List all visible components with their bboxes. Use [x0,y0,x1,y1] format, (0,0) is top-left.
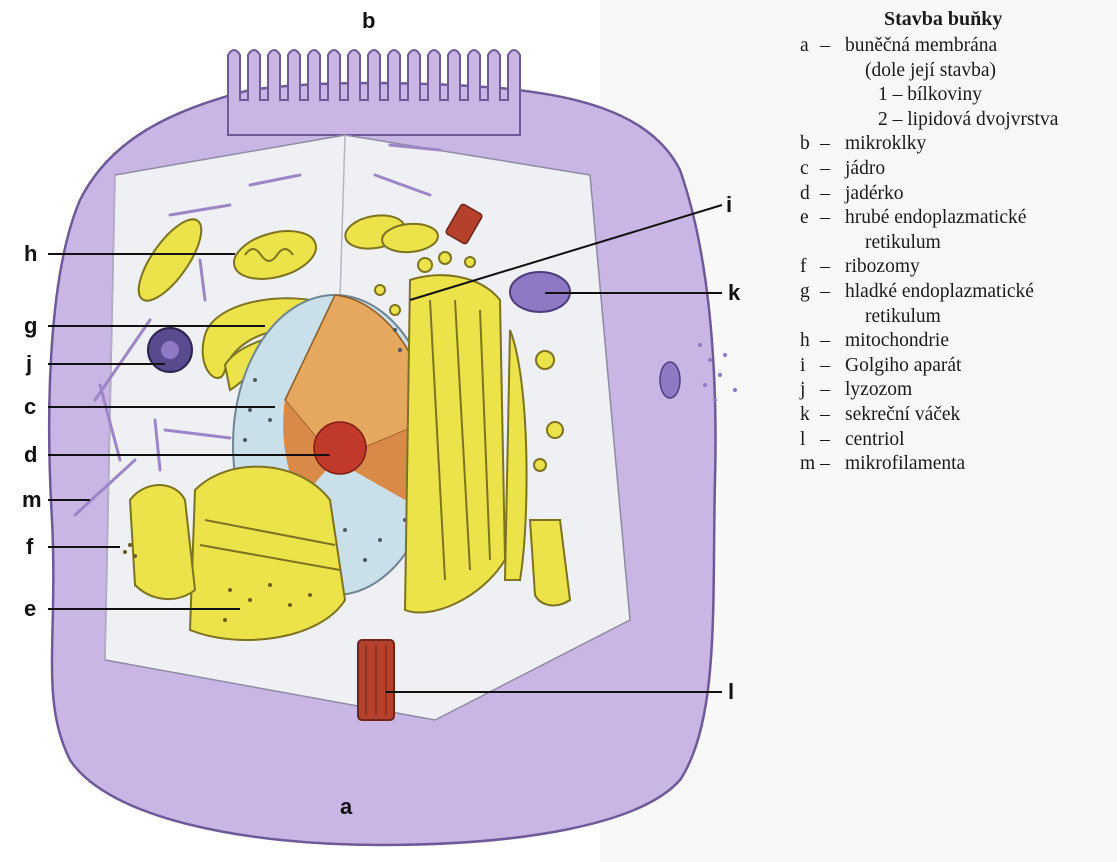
legend-item: 1 – bílkoviny [800,83,1112,108]
legend-item: (dole její stavba) [800,59,1112,84]
legend-item: l–centriol [800,428,1112,453]
legend-item: retikulum [800,305,1112,330]
legend-item: f–ribozomy [800,255,1112,280]
legend-item: k–sekreční váček [800,403,1112,428]
label-h: h [24,243,37,265]
microvilli [228,50,520,135]
legend-item: h–mitochondrie [800,329,1112,354]
legend-item: g–hladké endoplazmatické [800,280,1112,305]
legend-item: i–Golgiho aparát [800,354,1112,379]
legend-item: j–lyzozom [800,378,1112,403]
legend-item: b–mikroklky [800,132,1112,157]
nucleolus [314,422,366,474]
label-l: l [728,681,734,703]
label-k: k [728,282,740,304]
legend-item: retikulum [800,231,1112,256]
label-c: c [24,396,36,418]
legend-item: c–jádro [800,157,1112,182]
label-j: j [26,353,32,375]
legend-item: m–mikrofilamenta [800,452,1112,477]
legend-item: e–hrubé endoplazmatické [800,206,1112,231]
legend-item: a–buněčná membrána [800,34,1112,59]
legend-item: d–jadérko [800,182,1112,207]
label-m: m [22,489,42,511]
label-b: b [362,10,375,32]
label-e: e [24,598,36,620]
legend: Stavba buňky a–buněčná membrána (dole je… [800,8,1112,477]
lysosome [148,328,192,372]
legend-item: 2 – lipidová dvojvrstva [800,108,1112,133]
centriole [358,640,394,720]
legend-title: Stavba buňky [884,8,1112,31]
label-f: f [26,536,33,558]
label-i: i [726,194,732,216]
label-g: g [24,315,37,337]
label-d: d [24,444,37,466]
label-a: a [340,796,352,818]
